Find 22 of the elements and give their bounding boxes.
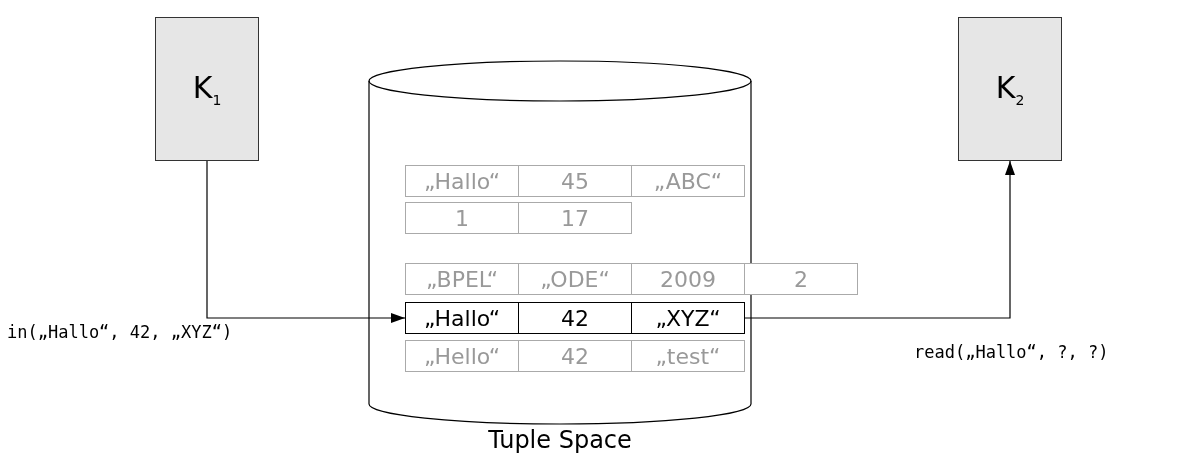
cylinder-label: Tuple Space xyxy=(487,426,633,454)
tuple-field: „ABC“ xyxy=(631,165,745,197)
process-label: K$_{1}$ xyxy=(192,70,222,108)
tuple-field: 42 xyxy=(518,340,632,372)
process-box xyxy=(958,17,1062,161)
tuple-field: 1 xyxy=(405,202,519,234)
process-label: K$_{2}$ xyxy=(995,70,1025,108)
tuple-field: 2009 xyxy=(631,263,745,295)
tuple-field: „ODE“ xyxy=(518,263,632,295)
tuple-field: „Hallo“ xyxy=(405,302,519,334)
arrow xyxy=(743,160,1015,319)
tuple-field: 42 xyxy=(518,302,632,334)
tuple-field: 17 xyxy=(518,202,632,234)
tuple-field: „Hallo“ xyxy=(405,165,519,197)
tuple-field: „test“ xyxy=(631,340,745,372)
arrow xyxy=(206,160,406,323)
tuple-field: „Hello“ xyxy=(405,340,519,372)
tuple-field: „BPEL“ xyxy=(405,263,519,295)
tuple-field: 45 xyxy=(518,165,632,197)
tuple-field: „XYZ“ xyxy=(631,302,745,334)
tuple-field: 2 xyxy=(744,263,858,295)
process-box xyxy=(155,17,259,161)
